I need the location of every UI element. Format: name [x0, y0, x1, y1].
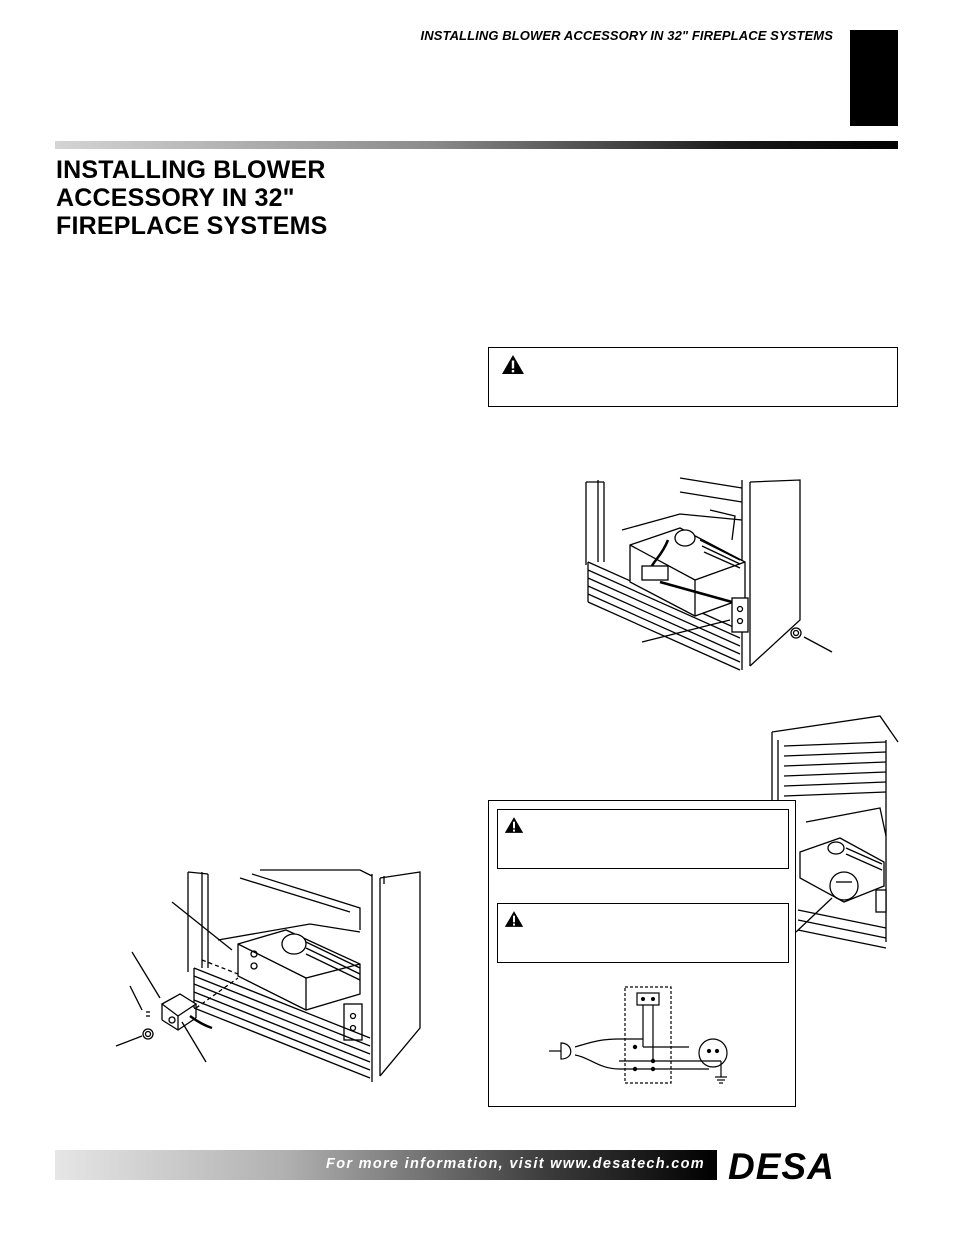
desa-logo: DESA	[728, 1148, 835, 1184]
warning-triangle-icon	[502, 355, 524, 374]
grounding-warning-box	[497, 903, 789, 963]
section-tab-marker	[850, 30, 898, 126]
footer-website-text: For more information, visit www.desatech…	[326, 1156, 705, 1172]
wiring-diagram-panel	[488, 800, 796, 1107]
footer-bar: For more information, visit www.desatech…	[55, 1150, 717, 1180]
section-title: INSTALLING BLOWER ACCESSORY IN 32" FIREP…	[56, 156, 328, 240]
svg-text:DESA: DESA	[728, 1148, 835, 1184]
warning-triangle-icon	[504, 911, 524, 927]
wiring-schematic	[549, 986, 728, 1084]
warning-box	[488, 347, 898, 407]
blower-placement-illustration	[585, 477, 833, 671]
warning-triangle-icon	[504, 817, 524, 833]
control-box-attachment-illustration	[115, 869, 421, 1082]
electrical-warning-box	[497, 809, 789, 869]
header-rule-bar	[55, 141, 898, 149]
running-header: INSTALLING BLOWER ACCESSORY IN 32" FIREP…	[420, 28, 833, 43]
